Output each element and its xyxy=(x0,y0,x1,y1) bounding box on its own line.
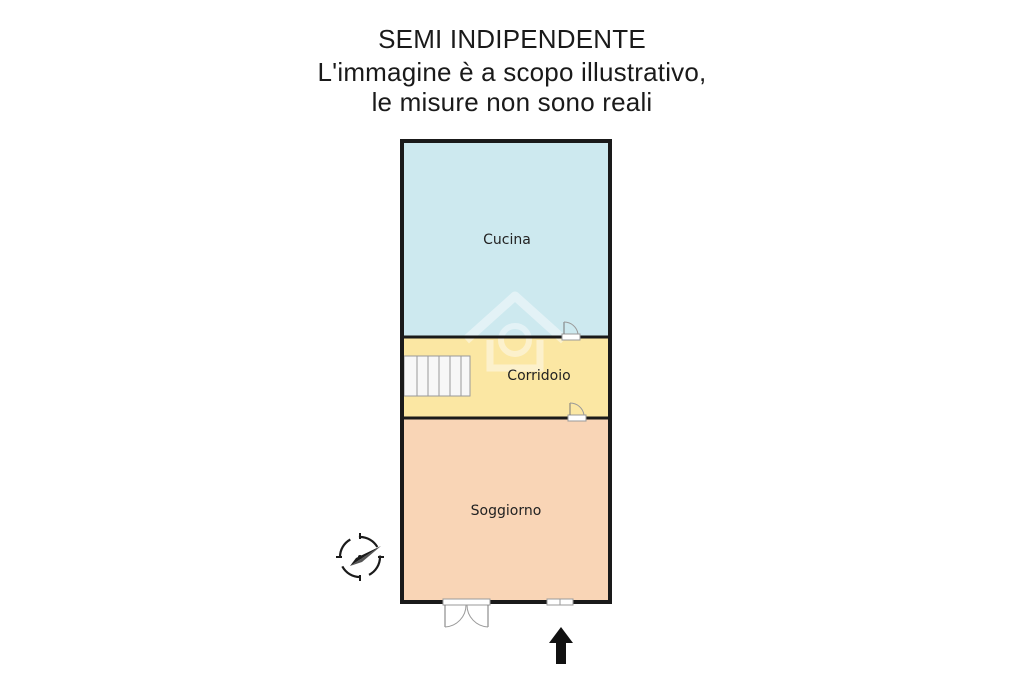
room-label-corridor: Corridoio xyxy=(507,368,570,384)
room-label-kitchen: Cucina xyxy=(483,232,531,248)
entrance-door xyxy=(546,598,574,606)
compass-icon xyxy=(336,533,384,581)
disclaimer-line-2: le misure non sono reali xyxy=(371,87,653,117)
door-kitchen-corridor xyxy=(561,321,581,341)
entrance-arrow-icon xyxy=(549,627,573,664)
double-door xyxy=(442,598,491,628)
plan-title: SEMI INDIPENDENTE xyxy=(378,24,646,54)
room-living xyxy=(402,419,610,602)
room-label-living: Soggiorno xyxy=(471,503,542,519)
room-kitchen xyxy=(402,141,610,336)
disclaimer-line-1: L'immagine è a scopo illustrativo, xyxy=(317,57,707,87)
door-corridor-living xyxy=(567,402,587,422)
house-watermark-icon xyxy=(462,291,568,372)
stairs xyxy=(403,355,471,397)
